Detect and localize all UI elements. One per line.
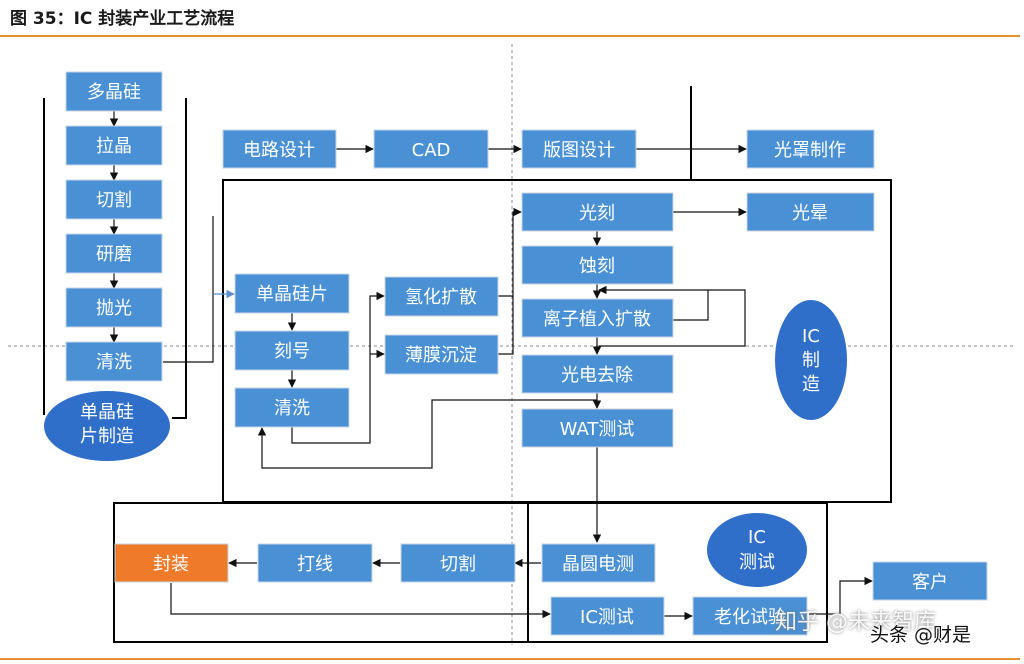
box-dianlusheji-label: 电路设计 [243, 140, 315, 161]
ellipse-wafer-line1: 单晶硅 [80, 402, 134, 423]
title-rule [0, 35, 1020, 37]
line-qingxi-to-wafer [163, 216, 214, 363]
loop-wat-to-qingxi [257, 399, 597, 469]
box-qinghuakuosan: 氢化扩散 [384, 276, 499, 317]
ellipse-test-line2: 测试 [739, 552, 775, 573]
ellipse-ic-manufacturing: IC 制 造 [775, 300, 847, 420]
wafer-bracket-right [172, 98, 187, 419]
box-laohua-label: 老化试验 [714, 607, 786, 628]
box-dianlusheji: 电路设计 [222, 129, 337, 169]
box-lajing-label: 拉晶 [96, 136, 132, 157]
box-wat: WAT测试 [521, 408, 674, 448]
box-yanmo-label: 研磨 [96, 244, 132, 265]
box-qiege-1: 切割 [65, 179, 163, 220]
line-laohua-kehu [808, 576, 873, 615]
box-qingxi-2: 清洗 [234, 387, 350, 428]
connectors [109, 111, 873, 621]
box-bantusheji-label: 版图设计 [543, 140, 615, 161]
box-paoguang: 抛光 [65, 287, 163, 328]
box-jingyuandiance: 晶圆电测 [541, 543, 656, 583]
line-bomo-join [498, 296, 514, 355]
line-qingxi-to-qinghua [291, 291, 385, 444]
box-guangzhao-label: 光罩制作 [774, 140, 846, 161]
box-qiege-2: 切割 [400, 543, 516, 583]
box-kehao: 刻号 [234, 330, 350, 371]
box-guangke-label: 光刻 [579, 203, 615, 224]
box-shike-label: 蚀刻 [579, 256, 615, 277]
box-qingxi-1-label: 清洗 [96, 352, 132, 373]
box-guangke: 光刻 [521, 192, 674, 232]
box-guangdianquchu: 光电去除 [521, 354, 674, 394]
box-wat-label: WAT测试 [560, 419, 635, 440]
testing-frame [527, 502, 828, 643]
box-danjingguipian-label: 单晶硅片 [256, 284, 328, 305]
bottom-rule [0, 658, 1020, 660]
figure-title: 图 35：IC 封装产业工艺流程 [10, 9, 235, 29]
box-kehu: 客户 [872, 561, 988, 601]
box-cad: CAD [373, 129, 489, 169]
box-danjingguipian: 单晶硅片 [234, 273, 350, 314]
ellipse-make-line1: IC [802, 326, 820, 347]
box-qiege-2-label: 切割 [440, 554, 476, 575]
box-fengzhuang-label: 封装 [153, 554, 189, 575]
line-fengzhuang-icceshi [170, 583, 551, 619]
ellipse-wafer-line2: 片制造 [80, 426, 134, 447]
box-qingxi-1: 清洗 [65, 341, 163, 382]
box-duojinggui-label: 多晶硅 [87, 82, 141, 103]
box-guangdianquchu-label: 光电去除 [561, 365, 633, 386]
box-qinghuakuosan-label: 氢化扩散 [405, 287, 477, 308]
box-bomochendian: 薄膜沉淀 [384, 334, 499, 375]
box-kehao-label: 刻号 [274, 341, 310, 362]
ellipse-make-line3: 造 [802, 374, 820, 395]
box-daxian: 打线 [257, 543, 373, 583]
box-guangyun-label: 光晕 [792, 203, 828, 224]
line-qinghua-to-guangke [498, 207, 522, 297]
box-lizizhiru-label: 离子植入扩散 [543, 309, 651, 330]
box-kehu-label: 客户 [912, 572, 948, 593]
box-guangzhao: 光罩制作 [746, 129, 875, 169]
box-laohua: 老化试验 [692, 596, 808, 636]
box-bomochendian-label: 薄膜沉淀 [405, 345, 477, 366]
box-bantusheji: 版图设计 [521, 129, 637, 169]
box-daxian-label: 打线 [297, 554, 333, 575]
box-lajing: 拉晶 [65, 125, 163, 166]
watermark-toutiao: 头条 @财是 [870, 624, 972, 646]
box-fengzhuang: 封装 [114, 543, 229, 583]
box-jingyuandiance-label: 晶圆电测 [562, 554, 634, 575]
box-qiege-1-label: 切割 [96, 190, 132, 211]
box-cad-label: CAD [412, 140, 451, 161]
box-lizizhiru: 离子植入扩散 [521, 298, 674, 338]
box-duojinggui: 多晶硅 [65, 71, 163, 112]
ellipse-test-line1: IC [748, 527, 766, 548]
ellipse-make-line2: 制 [802, 350, 820, 371]
loop-guangdian-right [599, 289, 746, 347]
ellipse-ic-testing: IC 测试 [707, 513, 807, 587]
box-icceshi-label: IC测试 [580, 607, 634, 628]
ellipse-wafer-making: 单晶硅 片制造 [44, 391, 170, 461]
loop-lizi-right [598, 285, 709, 321]
box-yanmo: 研磨 [65, 233, 163, 274]
box-paoguang-label: 抛光 [96, 298, 132, 319]
box-qingxi-2-label: 清洗 [274, 398, 310, 419]
box-guangyun: 光晕 [746, 192, 875, 232]
box-icceshi: IC测试 [550, 596, 665, 636]
box-shike: 蚀刻 [521, 245, 674, 285]
